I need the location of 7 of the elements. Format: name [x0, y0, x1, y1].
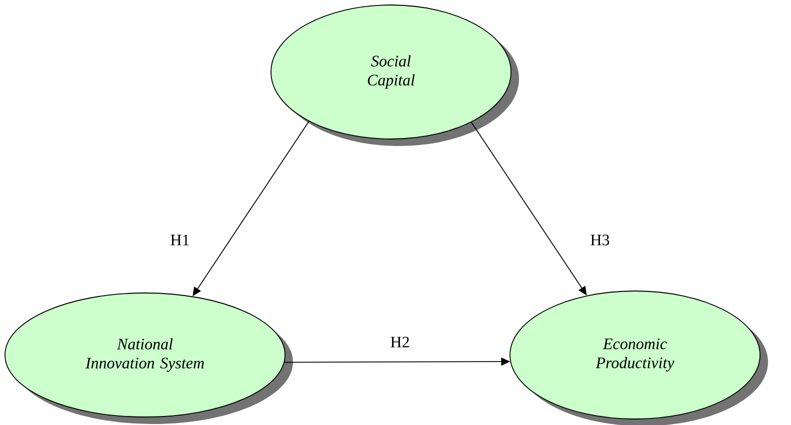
edge-label: H1 [170, 234, 189, 246]
ellipse-node: Economic Productivity [510, 290, 768, 425]
edge-label: H2 [390, 336, 409, 348]
arrow [470, 122, 587, 296]
ellipse-node: Social Capital [270, 4, 519, 146]
edge-label: H3 [590, 234, 610, 246]
ellipse-node: National Innovation System [4, 292, 293, 424]
